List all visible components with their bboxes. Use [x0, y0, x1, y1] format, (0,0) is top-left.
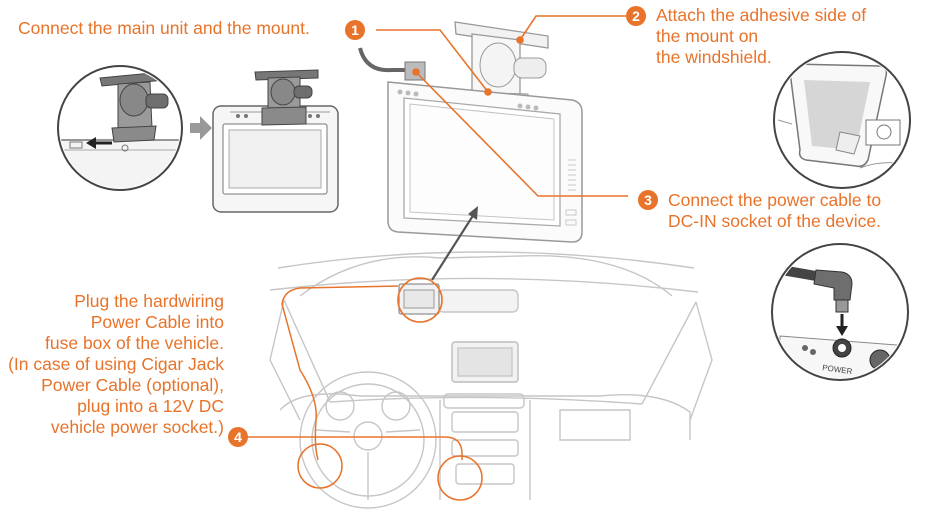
step-1-badge: 1 — [345, 20, 365, 40]
step-4-line-5: Power Cable (optional), — [41, 375, 224, 395]
step-2-line-1: Attach the adhesive side of — [656, 5, 867, 25]
step-1-text: Connect the main unit and the mount. — [18, 18, 310, 38]
step-2-badge: 2 — [626, 6, 646, 26]
step-4-line-2: Power Cable into — [90, 312, 224, 332]
step-2-line-3: the windshield. — [656, 47, 772, 67]
step-4-line-6: plug into a 12V DC — [77, 396, 224, 416]
step-3-line-1: Connect the power cable to — [668, 190, 882, 210]
step-3-badge: 3 — [638, 190, 658, 210]
step-3-line-2: DC-IN socket of the device. — [668, 211, 881, 231]
step-2-line-2: the mount on — [656, 26, 759, 46]
step-4-line-3: fuse box of the vehicle. — [45, 333, 224, 353]
power-socket-label: POWER — [822, 363, 853, 376]
zoom-arrow — [431, 213, 475, 281]
step-4-line-4: (In case of using Cigar Jack — [8, 354, 224, 374]
adhesive-closeup-circle — [773, 51, 911, 189]
step-4-text: Plug the hardwiring Power Cable into fus… — [0, 291, 224, 438]
transition-arrow-icon — [190, 116, 212, 140]
device-with-mount — [212, 69, 339, 213]
car-interior — [269, 251, 713, 509]
step-4-line-7: vehicle power socket.) — [50, 417, 224, 437]
mount-closeup-circle — [57, 65, 183, 191]
zoom-arrow-head — [468, 206, 478, 220]
step-3-text: Connect the power cable to DC-IN socket … — [668, 190, 881, 232]
power-socket-closeup-circle: POWER — [771, 243, 909, 381]
dashcam-in-car — [397, 277, 443, 323]
leader-lines — [376, 15, 628, 197]
main-unit-large — [358, 21, 583, 243]
step-4-badge: 4 — [228, 427, 248, 447]
step-4-line-1: Plug the hardwiring — [74, 291, 224, 311]
step-2-text: Attach the adhesive side of the mount on… — [656, 5, 866, 68]
hardwiring-cable — [246, 285, 483, 501]
